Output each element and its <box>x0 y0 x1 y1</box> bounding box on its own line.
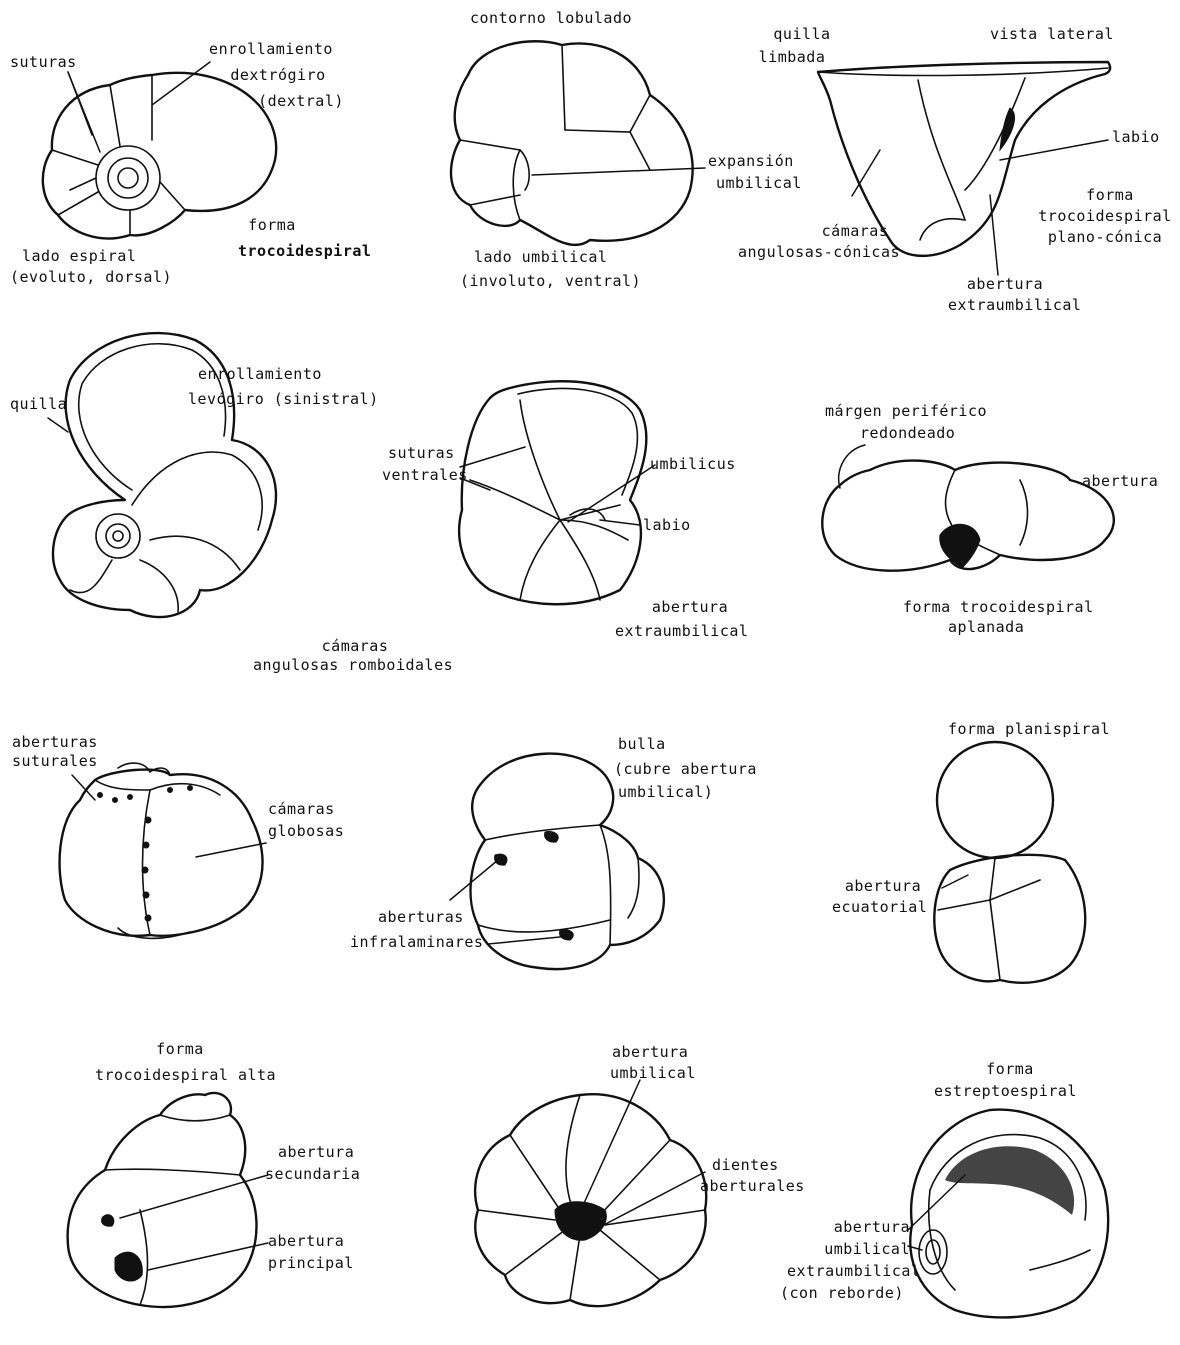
label-expansion: expansión <box>708 152 794 170</box>
leader-lines-p12 <box>908 1175 965 1250</box>
label-limbada: limbada <box>742 48 842 66</box>
label-infralaminares: infralaminares <box>350 933 483 951</box>
label-enrollamiento-p4: enrollamiento <box>198 365 322 383</box>
label-quilla-p3: quilla <box>752 25 852 43</box>
test-flattened-trochospiral <box>822 461 1114 571</box>
label-forma-p12: forma <box>960 1060 1060 1078</box>
label-forma-planispiral: forma planispiral <box>948 720 1110 738</box>
label-forma-p10: forma <box>140 1040 220 1058</box>
label-redondeado: redondeado <box>860 424 955 442</box>
label-extraumbilical-p12: extraumbilical <box>787 1262 920 1280</box>
label-bulla: bulla <box>618 735 666 753</box>
label-umbilicus: umbilicus <box>650 455 736 473</box>
label-umbilical-p2: umbilical <box>716 174 802 192</box>
label-lado-umbilical: lado umbilical <box>474 248 607 266</box>
label-lado-espiral: lado espiral <box>22 247 136 265</box>
label-abertura-p12: abertura <box>780 1218 910 1236</box>
label-ventrales: ventrales <box>382 466 468 484</box>
label-trocoidespiral-p3: trocoidespiral <box>1030 207 1180 225</box>
label-forma-trocoidespiral-p6: forma trocoidespiral <box>903 598 1094 616</box>
label-forma-p3: forma <box>1058 186 1162 204</box>
label-principal: principal <box>268 1254 354 1272</box>
label-labio-p3: labio <box>1112 128 1160 146</box>
label-dientes: dientes <box>712 1156 779 1174</box>
label-extraumbilical-p3: extraumbilical <box>948 296 1081 314</box>
leader-lines-p9 <box>942 875 968 888</box>
test-angular-rhomboidal-chambers <box>459 381 646 604</box>
test-high-trochospiral <box>68 1093 257 1307</box>
test-globular-chambers <box>60 763 263 938</box>
label-abertura-p9: abertura <box>833 877 933 895</box>
label-vista-lateral: vista lateral <box>990 25 1114 43</box>
label-aplanada: aplanada <box>948 618 1024 636</box>
label-abertura-p6: abertura <box>1082 472 1158 490</box>
leader-lines-p4 <box>48 418 68 432</box>
label-abertura-p11: abertura <box>612 1043 688 1061</box>
label-enrollamiento: enrollamiento <box>196 40 346 58</box>
label-quilla-p4: quilla <box>10 395 67 413</box>
label-umbilical-p11: umbilical <box>610 1064 696 1082</box>
label-contorno-lobulado: contorno lobulado <box>470 9 632 27</box>
label-levogiro-sinistral: levógiro (sinistral) <box>188 390 379 408</box>
label-suturas: suturas <box>10 53 77 71</box>
label-trocoidespiral-p1: trocoidespiral <box>238 242 371 260</box>
label-margen-periferico: márgen periférico <box>825 402 987 420</box>
test-planispiral <box>934 742 1085 983</box>
label-suturales: suturales <box>12 752 98 770</box>
label-dextral: (dextral) <box>246 92 356 110</box>
label-aberturas-p8: aberturas <box>378 908 464 926</box>
leader-lines-p2 <box>532 168 705 175</box>
leader-lines-p11 <box>580 1080 705 1228</box>
label-forma-p1: forma <box>232 216 312 234</box>
label-suturas-p5: suturas <box>388 444 455 462</box>
label-involuto-ventral: (involuto, ventral) <box>460 272 641 290</box>
label-umbilical-p8: umbilical) <box>618 783 713 801</box>
label-plano-conica: plano-cónica <box>1030 228 1180 246</box>
label-globosas: globosas <box>268 822 344 840</box>
label-extraumbilical-p5: extraumbilical <box>615 622 748 640</box>
label-abertura-p5: abertura <box>645 598 735 616</box>
label-dextrogiro: dextrógiro <box>208 66 348 84</box>
label-con-reborde: (con reborde) <box>780 1284 904 1302</box>
label-evoluto-dorsal: (evoluto, dorsal) <box>10 268 172 286</box>
label-angulosas-romboidales: angulosas romboidales <box>253 656 453 674</box>
label-secundaria: secundaria <box>265 1165 360 1183</box>
label-abertura-p3: abertura <box>960 275 1050 293</box>
test-streptospiral <box>910 1110 1108 1318</box>
label-labio-p5: labio <box>643 516 691 534</box>
label-aberturales: aberturales <box>700 1177 805 1195</box>
label-trocoidespiral-alta: trocoidespiral alta <box>95 1066 276 1084</box>
label-camaras-p3: cámaras <box>800 222 910 240</box>
label-ecuatorial: ecuatorial <box>832 898 927 916</box>
test-umbilical-aperture <box>475 1094 706 1306</box>
label-angulosas-conicas: angulosas-cónicas <box>738 243 900 261</box>
label-aberturas-p7: aberturas <box>12 733 98 751</box>
label-camaras-p7: cámaras <box>268 800 335 818</box>
test-umbilical-side-lobate <box>451 41 693 245</box>
label-camaras-p5: cámaras <box>300 637 410 655</box>
label-abertura-p10a: abertura <box>278 1143 354 1161</box>
label-cubre-abertura: (cubre abertura <box>614 760 757 778</box>
label-umbilical-p12: umbilical <box>780 1240 910 1258</box>
label-estreptoespiral: estreptoespiral <box>934 1082 1077 1100</box>
label-abertura-p10b: abertura <box>268 1232 344 1250</box>
